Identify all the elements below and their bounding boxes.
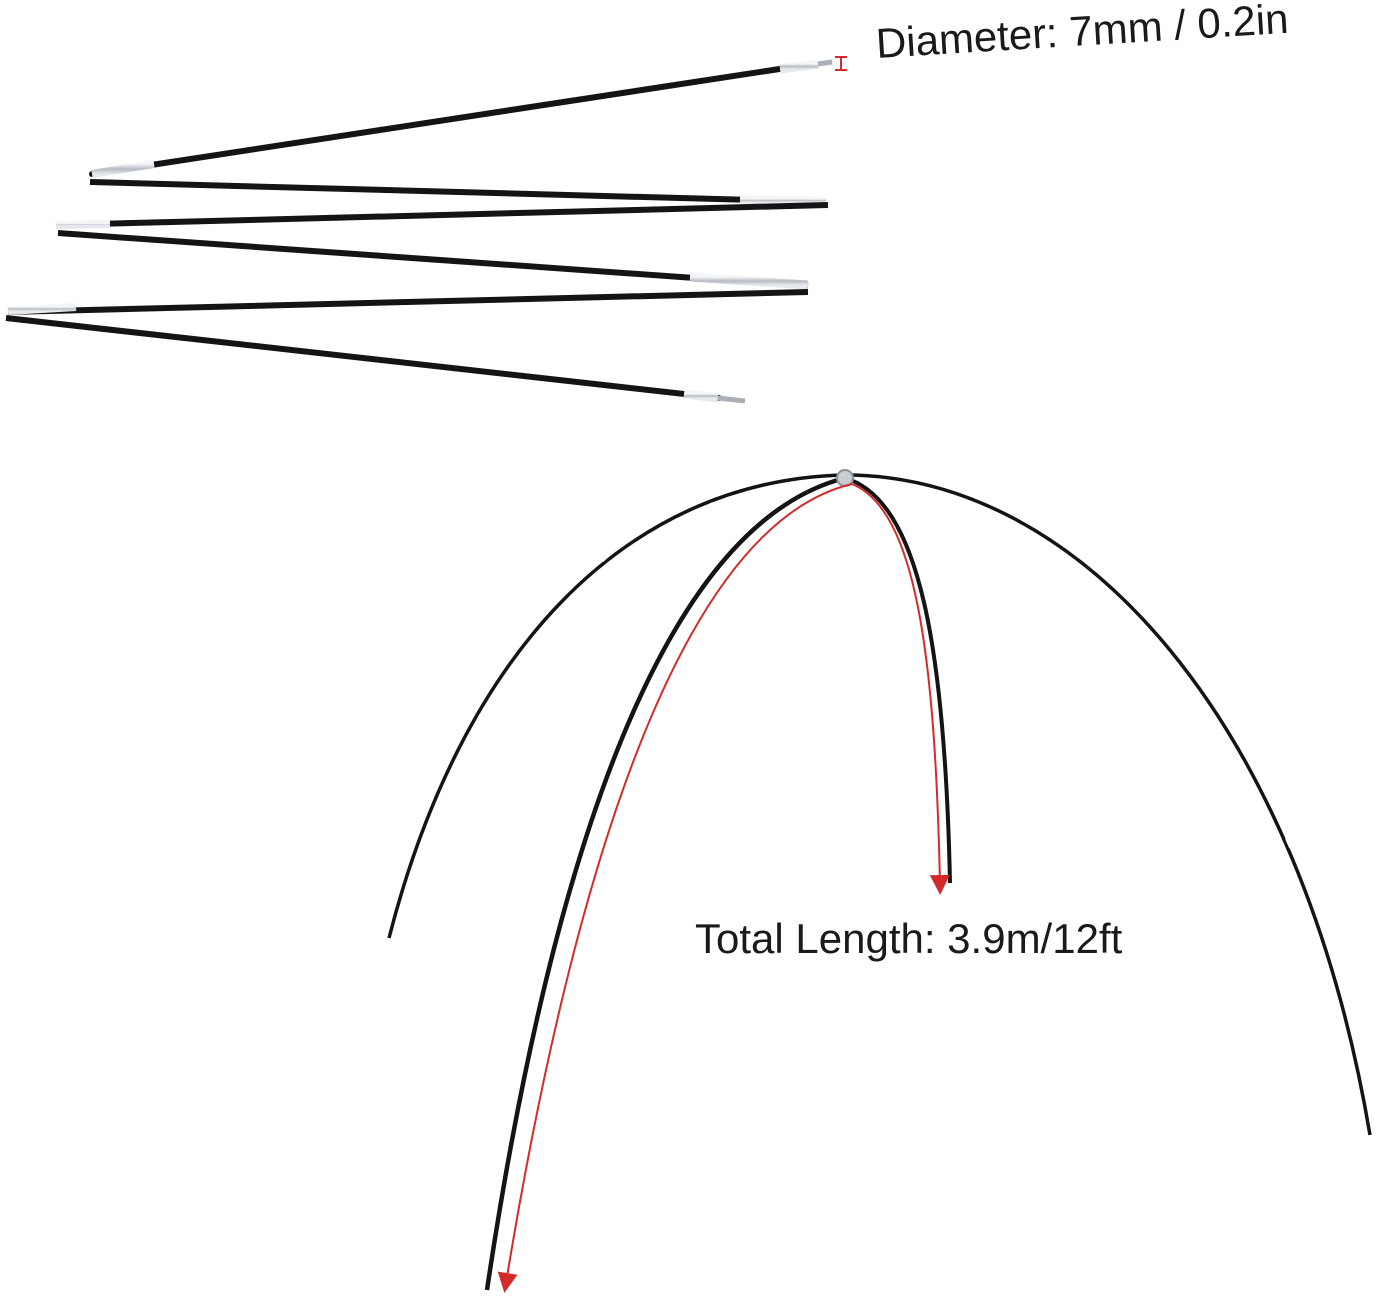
folded-pole-segments — [5, 59, 833, 404]
pole-segment-2 — [89, 179, 827, 207]
pole-segment-4 — [57, 230, 809, 290]
arch-pole-short — [844, 476, 952, 884]
pole-segment-6 — [5, 315, 746, 404]
assembled-pole-arch — [387, 469, 1372, 1291]
arch-pole-wide — [387, 473, 1372, 1136]
length-arrow-short — [851, 483, 950, 895]
pole-segment-3 — [55, 202, 829, 229]
diameter-marker — [835, 56, 847, 71]
pole-joints — [474, 550, 1295, 865]
pole-segment-5 — [7, 289, 809, 315]
arch-pole-long — [484, 475, 846, 1291]
length-arrow-long — [497, 483, 853, 1293]
total-length-label: Total Length: 3.9m/12ft — [695, 915, 1123, 962]
pole-segment-1 — [89, 59, 833, 178]
length-arrows — [497, 483, 950, 1293]
